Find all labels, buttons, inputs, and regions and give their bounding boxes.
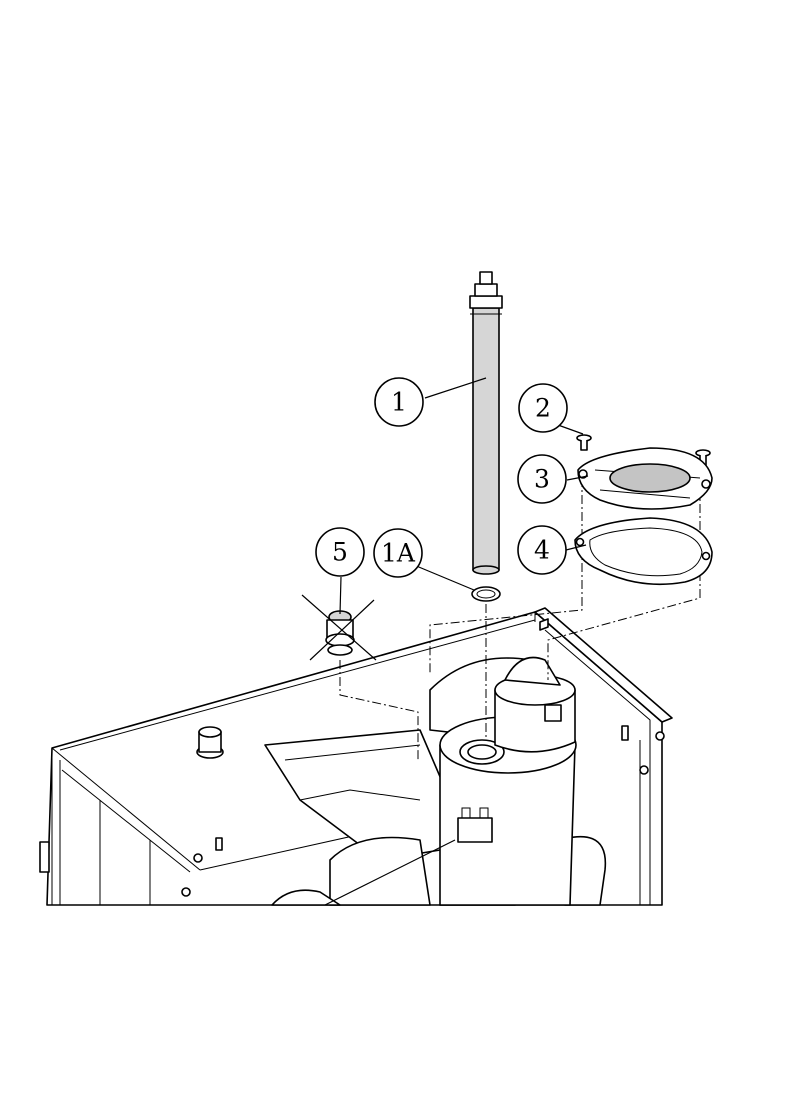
internal-ducting [264, 656, 607, 906]
callout-label: 3 [534, 465, 550, 494]
crossed-out-plug [301, 594, 377, 661]
callout-label: 4 [534, 536, 550, 565]
crossed-out-plug-icon [325, 610, 355, 656]
gasket-icon [574, 517, 713, 586]
callout-4: 4 [517, 525, 567, 575]
gasket [574, 517, 713, 586]
callout-label: 5 [332, 538, 348, 567]
callout-1A: 1A [373, 528, 423, 578]
callout-2: 2 [518, 383, 568, 433]
callout-label: 1A [381, 539, 416, 568]
o-ring [471, 586, 501, 602]
callout-5: 5 [315, 527, 365, 577]
o-ring-icon [471, 586, 501, 602]
cover-plate [577, 447, 713, 510]
leader-lines [324, 377, 589, 906]
callout-label: 2 [535, 394, 551, 423]
filter-cartridge-icon [472, 307, 500, 571]
filter-cartridge [469, 271, 503, 575]
screws [576, 434, 711, 466]
screw-icon [576, 434, 592, 451]
callout-label: 1 [391, 388, 407, 417]
callout-1: 1 [374, 377, 424, 427]
callout-3: 3 [517, 454, 567, 504]
